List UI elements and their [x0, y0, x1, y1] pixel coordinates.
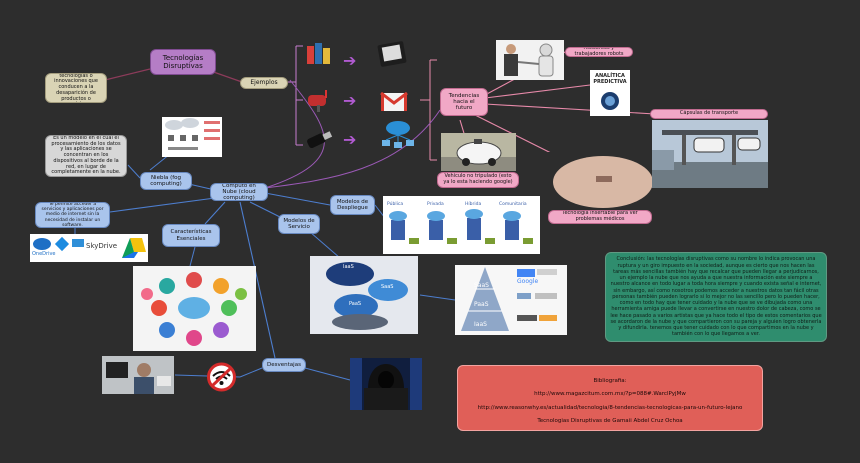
- link-dis-right: [304, 367, 351, 381]
- link-central-definition: [104, 68, 151, 81]
- arrow-icon: ➔: [343, 91, 357, 110]
- examples-node[interactable]: Ejemplos: [240, 77, 288, 89]
- insertable-tech-photo: [548, 152, 652, 210]
- driverless-vehicle-node[interactable]: Vehículo no tripulado (esto ya lo esta h…: [437, 172, 519, 188]
- definition-node[interactable]: Son aquellas tecnologías o innovaciones …: [45, 73, 107, 103]
- service-models-node[interactable]: Modelos de Servicio: [278, 214, 320, 234]
- cloud-network-icon: [378, 118, 418, 154]
- deployment-label-private: Privada: [427, 202, 444, 207]
- link-fog-definition: [127, 164, 141, 179]
- books-icon: [305, 40, 333, 66]
- link-cloud-deployment: [264, 192, 331, 206]
- remote-access-node[interactable]: Te permite acceder a servicios y aplicac…: [35, 202, 110, 228]
- iaas-cloud-label: IaaS: [343, 264, 354, 270]
- ereader-icon: [375, 40, 410, 68]
- link-dis-left: [239, 367, 263, 378]
- mailbox-icon: [305, 88, 333, 112]
- trends-node[interactable]: Tendencias hacia el futuro: [440, 88, 488, 116]
- usb-icon: [305, 128, 335, 150]
- cloud-computing-node[interactable]: Computo en Nube (cloud computing): [210, 183, 268, 201]
- central-topic[interactable]: Tecnologías Disruptivas: [150, 49, 216, 75]
- saas-cloud-label: SaaS: [381, 284, 394, 290]
- fog-diagram-image: [162, 117, 222, 157]
- monorail-photo: [652, 120, 768, 188]
- predictive-analytics-cover: ANALÍTICA PREDICTIVA: [590, 70, 630, 116]
- robot-handshake-photo: [496, 40, 564, 80]
- deployment-models-node[interactable]: Modelos de Despliegue: [330, 195, 375, 215]
- insertable-tech-node[interactable]: Tecnología insertable para ver problemas…: [548, 210, 652, 224]
- fog-definition-node[interactable]: Es un modelo en el cual el procesamiento…: [45, 135, 127, 177]
- bibliography-box: Bibliografia: http://www.magazcitum.com.…: [457, 365, 763, 431]
- link-cloud-access: [109, 197, 216, 213]
- driverless-car-photo: [441, 133, 516, 171]
- bibliography-title: Bibliografia:: [593, 378, 627, 384]
- fog-node[interactable]: Niebla (fog computing): [140, 172, 192, 190]
- skydrive-label: SkyDrive: [86, 242, 118, 250]
- link-image-pyramid: [419, 294, 456, 301]
- essential-characteristics-node[interactable]: Características Esenciales: [162, 224, 220, 247]
- link-examples-bracket: [288, 45, 303, 146]
- pyramid-paas-label: PaaS: [474, 301, 489, 308]
- deployment-label-hybrid: Híbrida: [465, 202, 482, 207]
- service-models-clouds-image: IaaS SaaS PaaS: [310, 256, 418, 334]
- arrow-icon: ➔: [343, 51, 357, 70]
- bibliography-ref-2[interactable]: http://www.reasonwhy.es/actualidad/tecno…: [477, 404, 743, 411]
- cloud-services-logos: OneDrive SkyDrive: [30, 234, 148, 262]
- transport-capsules-node[interactable]: Cápsulas de transporte: [650, 109, 768, 119]
- pyramid-saas-label: SaaS: [474, 282, 489, 289]
- deployment-models-image: Pública Privada Híbrida Comunitaria: [383, 196, 540, 254]
- hacker-photo: [350, 358, 422, 410]
- link-trends-bracket: [420, 59, 437, 161]
- deployment-label-public: Pública: [387, 202, 404, 207]
- link-cloud-trends: [264, 109, 441, 189]
- frustrated-user-photo: [102, 356, 174, 394]
- predictive-analytics-title: ANALÍTICA PREDICTIVA: [593, 73, 627, 85]
- no-wifi-icon: [205, 362, 238, 392]
- service-pyramid-image: SaaS PaaS IaaS Google: [455, 265, 567, 335]
- deployment-label-community: Comunitaria: [499, 202, 527, 207]
- link-essential-image: [189, 246, 196, 267]
- pyramid-google-label: Google: [517, 278, 539, 285]
- arrow-icon: ➔: [343, 130, 357, 149]
- link-trends-analytic: [484, 84, 591, 99]
- robot-assistants-node[interactable]: Asistentes y trabajadores robots: [565, 47, 633, 57]
- gmail-icon: [380, 92, 408, 112]
- conclusion-box: Conclusión: las tecnologías disruptivas …: [605, 252, 827, 342]
- link-service-image: [309, 231, 341, 259]
- link-cloud-disadvantages: [239, 201, 276, 359]
- onedrive-label: OneDrive: [32, 251, 56, 257]
- disadvantages-node[interactable]: Desventajas: [262, 358, 306, 372]
- link-cloud-essential: [204, 201, 226, 225]
- bibliography-ref-1[interactable]: http://www.magazcitum.com.mx/?p=088#.War…: [534, 391, 686, 398]
- bibliography-ref-3: Tecnologias Disruptivas de Gamaii Abdel …: [537, 417, 683, 424]
- paas-cloud-label: PaaS: [349, 301, 362, 307]
- cloud-features-wheel: [133, 266, 256, 351]
- pyramid-iaas-label: IaaS: [474, 321, 487, 328]
